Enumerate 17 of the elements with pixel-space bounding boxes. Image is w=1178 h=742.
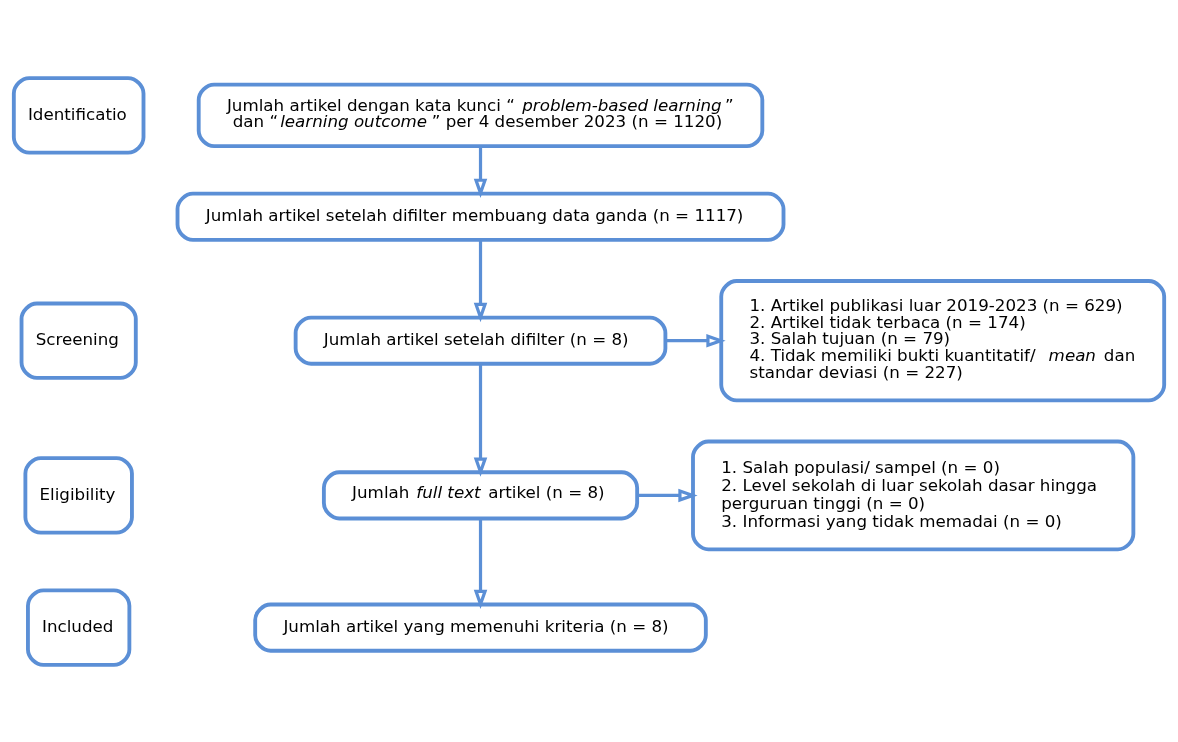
node-box: Jumlah artikel yang memenuhi kriteria (n = 8) (253, 602, 708, 653)
node-box: Jumlah artikel setelah difilter membuang data ganda (n = 1117) (175, 191, 786, 242)
node-box: Screening (19, 301, 138, 380)
node-box: Included (26, 587, 132, 667)
node-box: 1. Artikel publikasi luar 2019-2023 (n = 629) 2. Artikel tidak terbaca (n = 174) 3. Salah tujuan (n = 79) 4. Tidak memiliki bukti kuantitatif/ mean dan standar deviasi (n = 227) (719, 278, 1167, 402)
node-box: Jumlah artikel setelah difilter (n = 8) (293, 315, 668, 366)
node-box: Jumlah full text artikel (n = 8) (321, 469, 640, 520)
node-box: Jumlah artikel dengan kata kunci “problem-based learning” dan “learning outcome” per 4 desember 2023 (n = 1120) (196, 82, 765, 148)
node-box: Eligibility (23, 455, 134, 535)
node-box: Identificatio (11, 75, 146, 155)
arrow (473, 145, 488, 198)
arrow (473, 239, 488, 322)
arrow (473, 518, 488, 609)
arrow (665, 333, 726, 347)
arrow (473, 363, 488, 477)
node-box: 1. Salah populasi/ sampel (n = 0) 2. Level sekolah di luar sekolah dasar hingga perguruan tinggi (n = 0) 3. Informasi yang tidak memadai (n = 0) (691, 439, 1136, 551)
arrow (637, 488, 698, 502)
